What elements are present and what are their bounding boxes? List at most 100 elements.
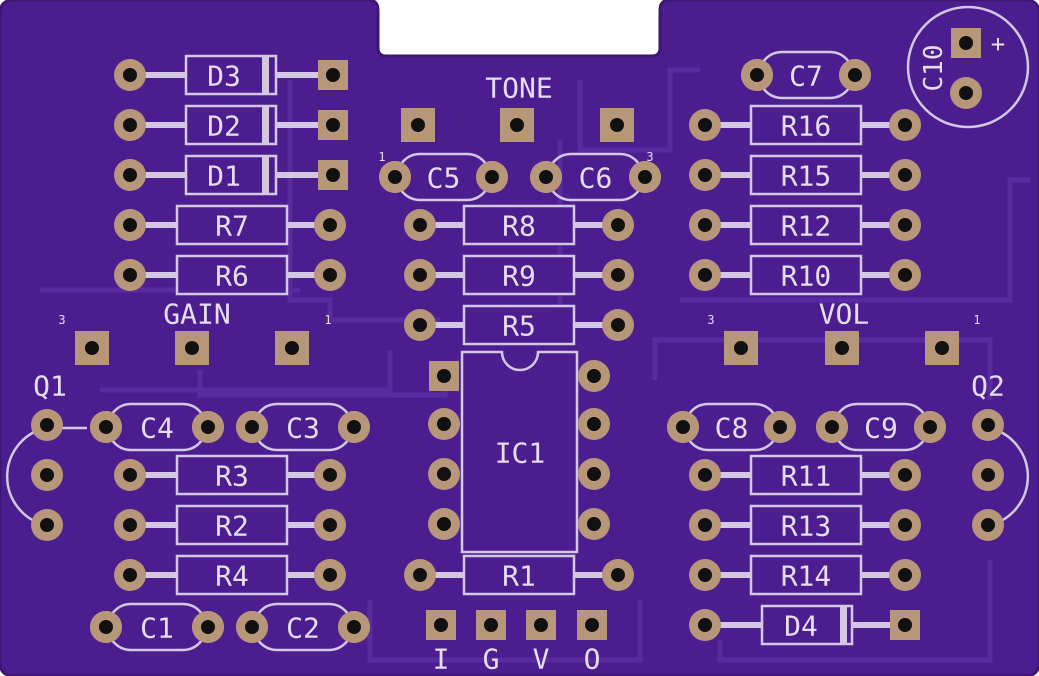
- pot-pad: [600, 108, 634, 142]
- resistor-pad: [602, 259, 634, 291]
- resistor-pad: [689, 109, 721, 141]
- cap-label: C4: [140, 412, 174, 445]
- io-label: I: [433, 643, 450, 676]
- resistor-label: R4: [215, 560, 249, 593]
- pot-pad: [175, 331, 209, 365]
- resistor-pad: [889, 509, 921, 541]
- pot-label: TONE: [485, 72, 552, 105]
- cap-pad: [192, 611, 224, 643]
- cap-pad: [914, 411, 946, 443]
- diode-pad-anode: [114, 159, 146, 191]
- cap-pad: [192, 411, 224, 443]
- pot-pad: [401, 108, 435, 142]
- cap-pad: [839, 59, 871, 91]
- pot-pad: [825, 331, 859, 365]
- cap-label: C9: [864, 412, 898, 445]
- resistor-r15: [749, 154, 863, 196]
- cap-pad: [667, 411, 699, 443]
- c10-pad: [950, 77, 982, 109]
- resistor-pad: [114, 509, 146, 541]
- pot-pin-number: 3: [707, 313, 714, 327]
- ic-pin: [578, 408, 610, 440]
- transistor-pad: [972, 459, 1004, 491]
- resistor-pad: [689, 209, 721, 241]
- resistor-pad: [404, 309, 436, 341]
- pot-label: GAIN: [163, 298, 230, 331]
- cap-label: C5: [427, 162, 461, 195]
- cap-pad: [90, 611, 122, 643]
- resistor-pad: [114, 559, 146, 591]
- resistor-r14: [749, 554, 863, 596]
- ic-pin: [428, 458, 460, 490]
- resistor-pad: [689, 159, 721, 191]
- cap-label: C7: [789, 60, 823, 93]
- c10-label: C10: [919, 45, 949, 92]
- resistor-pad: [889, 559, 921, 591]
- resistor-label: R8: [502, 210, 536, 243]
- c10-polarity: +: [991, 30, 1005, 58]
- resistor-r12: [749, 204, 863, 246]
- resistor-r8: [462, 204, 576, 246]
- resistor-r6: [175, 254, 289, 296]
- resistor-pad: [889, 159, 921, 191]
- diode-pad-cathode: [318, 160, 348, 190]
- diode-label: D2: [207, 110, 241, 143]
- ic-pin: [428, 408, 460, 440]
- pot-pad: [275, 331, 309, 365]
- cap-pad: [764, 411, 796, 443]
- pot-pin-number: 3: [646, 150, 653, 164]
- cap-label: C2: [286, 612, 320, 645]
- cap-label: C1: [140, 612, 174, 645]
- transistor-pad: [31, 509, 63, 541]
- diode-pad-anode: [114, 59, 146, 91]
- transistor-pad: [972, 409, 1004, 441]
- cap-label: C3: [286, 412, 320, 445]
- transistor-pad: [31, 459, 63, 491]
- resistor-pad: [602, 559, 634, 591]
- resistor-pad: [314, 209, 346, 241]
- resistor-label: R15: [781, 160, 832, 193]
- resistor-pad: [404, 559, 436, 591]
- diode-pad-anode: [114, 109, 146, 141]
- diode-d2: [184, 104, 278, 146]
- pot-pad: [724, 331, 758, 365]
- cap-pad: [816, 411, 848, 443]
- resistor-pad: [602, 209, 634, 241]
- diode-pad-anode: [689, 609, 721, 641]
- resistor-pad: [602, 309, 634, 341]
- transistor-label: Q2: [971, 370, 1005, 403]
- cap-pad: [236, 611, 268, 643]
- diode-pad-cathode: [318, 110, 348, 140]
- cap-pad: [338, 611, 370, 643]
- cap-pad: [379, 161, 411, 193]
- resistor-pad: [889, 259, 921, 291]
- cap-pad: [90, 411, 122, 443]
- resistor-pad: [689, 459, 721, 491]
- cap-pad: [476, 161, 508, 193]
- ic-pin-1: [429, 361, 459, 391]
- diode-pad-cathode: [318, 60, 348, 90]
- resistor-r11: [749, 454, 863, 496]
- io-pad: [526, 610, 556, 640]
- ic-pin: [578, 458, 610, 490]
- resistor-pad: [404, 209, 436, 241]
- resistor-label: R9: [502, 260, 536, 293]
- cap-pad: [236, 411, 268, 443]
- resistor-r10: [749, 254, 863, 296]
- resistor-pad: [114, 459, 146, 491]
- resistor-pad: [114, 209, 146, 241]
- resistor-label: R16: [781, 110, 832, 143]
- resistor-label: R5: [502, 310, 536, 343]
- resistor-pad: [314, 509, 346, 541]
- resistor-label: R2: [215, 510, 249, 543]
- cap-label: C6: [579, 162, 613, 195]
- pot-label: VOL: [819, 298, 870, 331]
- diode-pad-cathode: [890, 610, 920, 640]
- resistor-pad: [889, 109, 921, 141]
- resistor-pad: [889, 209, 921, 241]
- cap-c10-electrolytic: [906, 5, 1030, 129]
- pot-pin-number: 1: [324, 313, 331, 327]
- resistor-r2: [175, 504, 289, 546]
- diode-d3: [184, 54, 278, 96]
